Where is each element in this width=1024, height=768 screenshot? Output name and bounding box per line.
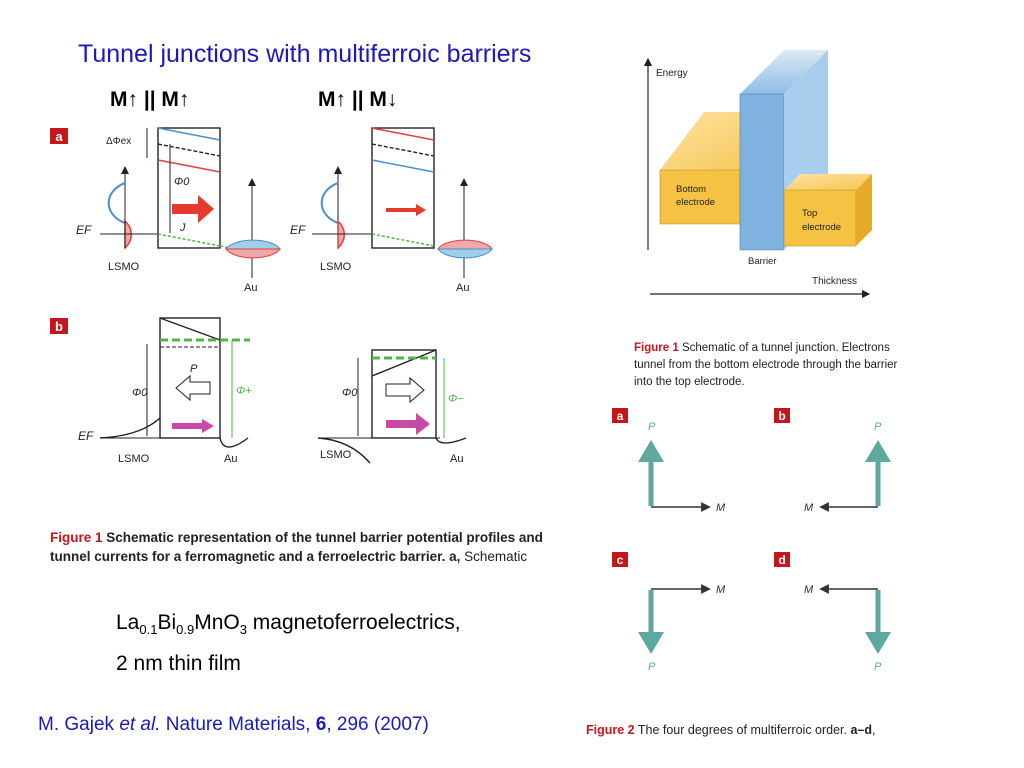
phi-plus-label: Φ+ xyxy=(236,385,252,397)
order-panel-c-badge xyxy=(612,552,628,567)
lsmo-label-a2: LSMO xyxy=(320,261,352,273)
current-j-label: J xyxy=(179,222,186,234)
figure1-caption: Figure 1 Schematic representation of the… xyxy=(50,528,543,566)
panel-a-label: a xyxy=(55,129,63,144)
energy-axis-label: Energy xyxy=(656,68,688,79)
ef-label-b1: EF xyxy=(78,429,94,443)
figure1-right-caption: Figure 1 Schematic of a tunnel junction.… xyxy=(634,340,897,391)
ref-authors: M. Gajek xyxy=(38,714,120,735)
phi-minus-label: Φ− xyxy=(448,393,464,405)
panel-a-parallel: ΔΦex Φ0 J EF LSMO Au xyxy=(76,127,281,294)
order-panel-b-label: b xyxy=(778,409,785,423)
reference-citation: M. Gajek et al. Nature Materials, 6, 296… xyxy=(38,714,429,736)
figure2-caption-text: The four degrees of multiferroic order. xyxy=(637,723,847,737)
figure2-caption-label: Figure 2 xyxy=(586,723,635,737)
ref-etal: et al. xyxy=(119,714,161,735)
figure2-caption: Figure 2 The four degrees of multiferroi… xyxy=(586,722,876,739)
top-electrode-label-2: electrode xyxy=(802,222,841,233)
tunnel-barrier-figure: a ΔΦex Φ0 J EF LSMO Au xyxy=(50,127,493,465)
figure2-caption-bold: a–d xyxy=(850,723,873,737)
order-b-m-label: M xyxy=(804,502,814,514)
bottom-electrode-label-1: Bottom xyxy=(676,184,706,195)
figure1-right-caption-label: Figure 1 xyxy=(634,342,679,354)
slide-title: Tunnel junctions with multiferroic barri… xyxy=(78,40,532,68)
order-panel-d-label: d xyxy=(778,553,785,567)
figure1-caption-label: Figure 1 xyxy=(50,530,103,545)
order-d-p-label: P xyxy=(874,661,882,673)
top-electrode-label-1: Top xyxy=(802,208,817,219)
polarization-label-b1: P xyxy=(190,363,198,375)
phi0-label-a1: Φ0 xyxy=(174,176,190,188)
phi0-label-b1: Φ0 xyxy=(132,387,148,399)
figure1-caption-line2: tunnel currents for a ferromagnetic and … xyxy=(50,549,461,564)
phi0-label-b2: Φ0 xyxy=(342,387,358,399)
ef-label-a1: EF xyxy=(76,223,92,237)
lsmo-label-a1: LSMO xyxy=(108,261,140,273)
ref-journal: Nature Materials, xyxy=(160,714,316,735)
order-panel-a-label: a xyxy=(617,409,624,423)
panel-b-label: b xyxy=(55,319,63,334)
panel-a-antiparallel: EF LSMO Au xyxy=(290,127,493,294)
order-panel-d-badge xyxy=(774,552,790,567)
lsmo-label-b1: LSMO xyxy=(118,453,150,465)
header-antiparallel: M↑ || M↓ xyxy=(318,88,398,111)
ref-volume: 6 xyxy=(315,714,327,735)
thickness-axis-label: Thickness xyxy=(812,276,857,287)
figure2-caption-tail: , xyxy=(872,723,876,737)
order-panel-b-badge xyxy=(774,408,790,423)
film-thickness: 2 nm thin film xyxy=(116,652,241,676)
au-label-b2: Au xyxy=(450,453,463,465)
ref-pages: , 296 (2007) xyxy=(326,714,429,735)
lsmo-label-b2: LSMO xyxy=(320,449,352,461)
au-label-a1: Au xyxy=(244,282,257,294)
order-b-p-label: P xyxy=(874,421,882,433)
delta-phi-label: ΔΦex xyxy=(106,136,131,147)
panel-b-right: Φ0 Φ− LSMO Au xyxy=(317,349,467,465)
figure1-right-caption-line2: tunnel from the bottom electrode through… xyxy=(634,359,898,371)
au-label-a2: Au xyxy=(456,282,469,294)
panel-b-left: Φ0 Φ+ P EF LSMO Au xyxy=(78,317,252,465)
multiferroic-order-figure: a P M b P M c M P d M P xyxy=(612,408,891,673)
material-description: La0.1Bi0.9MnO3 magnetoferroelectrics, 2 … xyxy=(116,611,461,676)
figure1-right-caption-line3: into the top electrode. xyxy=(634,376,745,388)
bottom-electrode-label-2: electrode xyxy=(676,197,715,208)
order-a-p-label: P xyxy=(648,421,656,433)
barrier-label: Barrier xyxy=(748,256,777,267)
figure1-right-caption-line1: Schematic of a tunnel junction. Electron… xyxy=(681,342,890,354)
figure1-caption-line2-rest: Schematic xyxy=(464,549,528,564)
order-c-m-label: M xyxy=(716,584,726,596)
tunnel-junction-schematic: Energy Thickness Bottom electrode Barrie… xyxy=(643,50,872,299)
order-c-p-label: P xyxy=(648,661,656,673)
order-panel-a-badge xyxy=(612,408,628,423)
order-panel-c-label: c xyxy=(617,553,624,567)
figure1-caption-line1: Schematic representation of the tunnel b… xyxy=(106,530,543,545)
ef-label-a2: EF xyxy=(290,223,306,237)
order-d-m-label: M xyxy=(804,584,814,596)
order-a-m-label: M xyxy=(716,502,726,514)
au-label-b1: Au xyxy=(224,453,237,465)
header-parallel: M↑ || M↑ xyxy=(110,88,190,111)
panel-b-badge xyxy=(50,318,68,334)
panel-a-badge xyxy=(50,128,68,144)
